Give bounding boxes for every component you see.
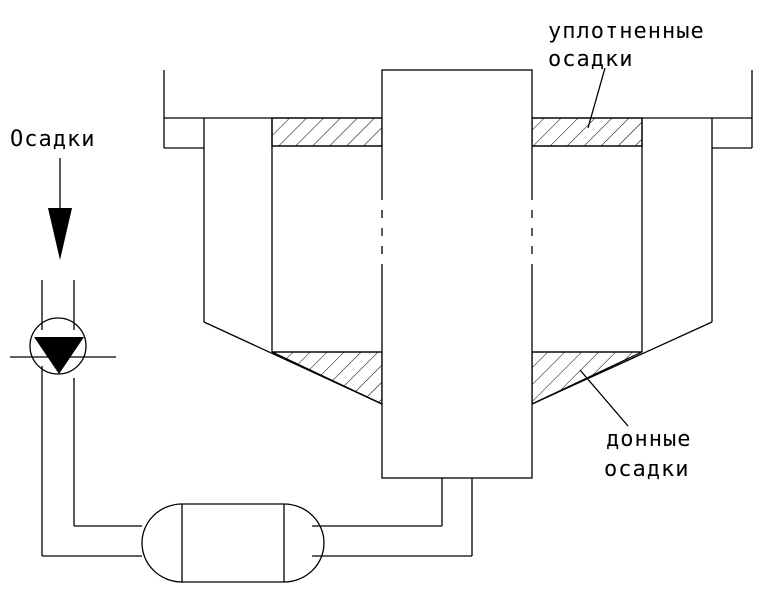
- compacted-sludge-label-line1: уплотненные: [548, 19, 705, 44]
- compacted-sludge-label-line2: осадки: [548, 47, 633, 72]
- leader-lines: [579, 67, 629, 427]
- vessel: [141, 503, 325, 583]
- return-pipe: [41, 366, 142, 557]
- outlet-pipe: [312, 478, 473, 557]
- inlet-arrow: [48, 158, 72, 260]
- bottom-sludge-label-line2: осадки: [604, 457, 689, 482]
- pump-symbol: [10, 280, 116, 375]
- compacted-sludge-zones: [271, 117, 643, 147]
- sludge-in-label: Осадки: [10, 127, 95, 152]
- central-column: [380, 69, 534, 479]
- bottom-sludge-label-line1: донные: [606, 427, 691, 452]
